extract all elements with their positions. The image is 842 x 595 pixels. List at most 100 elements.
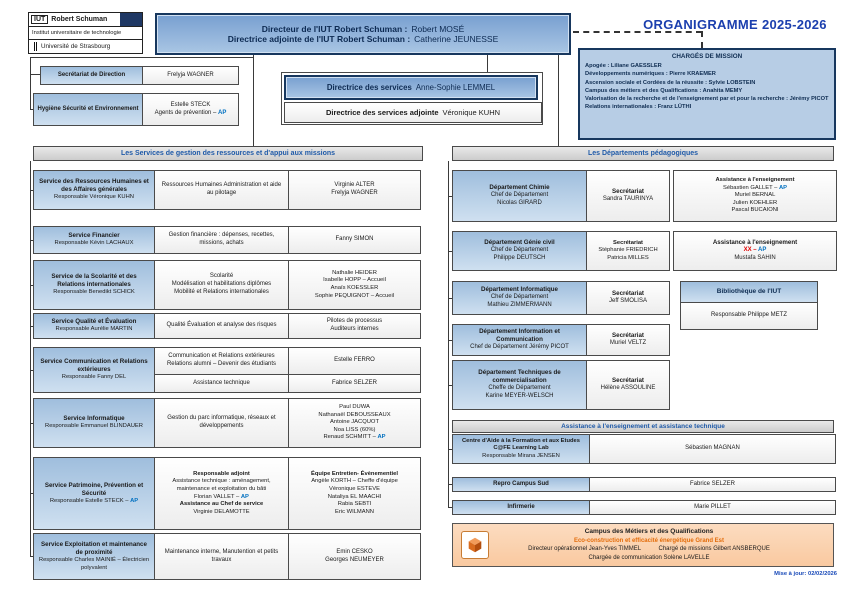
dept-title: Département Techniques de commercialisat…: [478, 369, 561, 385]
deputy-director-name: Catherine JEUNESSE: [414, 34, 499, 44]
dept-label: Département Génie civil Chef de Départem…: [452, 231, 587, 271]
mission-line: Responsable adjoint: [193, 470, 250, 477]
service-label: Service Financier Responsable Kévin LACH…: [33, 226, 155, 254]
dept-label: Département Techniques de commercialisat…: [452, 360, 587, 410]
service-mission: Communication et Relations extérieures R…: [154, 347, 289, 375]
mission-line: Assistance technique : aménagement, main…: [172, 478, 271, 492]
service-label: Service des Ressources Humaines et des A…: [33, 170, 155, 210]
service-resp: Responsable Charles MAINIÉ – Électricien…: [38, 557, 150, 571]
charges-mission-item: Valorisation de la recherche et de l'ens…: [585, 96, 829, 103]
charges-mission-item: Ascension sociale et Cordées de la réuss…: [585, 79, 756, 86]
secretariat-title: Secrétariat: [612, 332, 644, 340]
mission-line: Relations alumni – Devenir des étudiants: [166, 361, 277, 367]
assistance-row-infirmerie: Infirmerie Marie PILLET: [452, 500, 836, 515]
connector: [448, 340, 452, 341]
campus-line3: Directeur opérationnel Jean-Yves TIMMEL …: [495, 545, 803, 554]
service-staff: Paul DUWA Nathanaël DEBOUSSEAUX Antoine …: [288, 398, 421, 448]
person-name: Véronique ESTEVE: [329, 485, 380, 492]
secretariat-title: Secrétariat: [612, 188, 644, 196]
person-name: Estelle STECK: [170, 101, 211, 108]
connector: [448, 449, 452, 450]
dept-role: Chef de Département: [490, 247, 549, 254]
logo-bars-icon: [34, 42, 35, 52]
connector: [30, 370, 33, 371]
connector: [448, 196, 452, 197]
person-name: Sandra TAURINYA: [602, 196, 654, 203]
dept-title: Département Information et Communication: [479, 328, 560, 344]
logo-square-icon: [120, 13, 142, 26]
service-label: Service Exploitation et maintenance de p…: [33, 533, 155, 580]
dept-title: Département Informatique: [480, 286, 558, 294]
service-staff: Équipe Entretien- Évènementiel Angèle KO…: [288, 457, 421, 530]
dept-role: Chef de Département: [490, 294, 549, 301]
service-title: Service Informatique: [63, 415, 125, 423]
logo-row-2: Institut universitaire de technologie: [29, 27, 142, 41]
dept-row-informatique: Département Informatique Chef de Départe…: [452, 281, 670, 315]
person-name: Sophie PEQUIGNOT – Accueil: [314, 292, 395, 299]
person-name: Nathalie HEIDER: [332, 269, 377, 276]
connector: [448, 251, 452, 252]
dashed-connector: [701, 31, 703, 48]
connector: [30, 326, 33, 327]
service-title: Service Exploitation et maintenance de p…: [41, 540, 147, 556]
secretariat-title: Secrétariat: [612, 377, 644, 385]
logo-row-1: IUT Robert Schuman: [29, 13, 142, 27]
charges-mission-item: Relations internationales : Franz LÜTHI: [585, 104, 692, 111]
dept-head: Nicolas GIRARD: [497, 200, 542, 207]
mission-line: Scolarité: [209, 273, 234, 280]
connector: [448, 385, 452, 386]
service-label: Service Qualité et Évaluation Responsabl…: [33, 313, 155, 339]
secretariat-title: Secrétariat: [612, 290, 644, 298]
hse-label: Hygiène Sécurité et Environnement: [33, 93, 143, 126]
person-name: Muriel VELTZ: [609, 340, 647, 347]
connector: [487, 55, 488, 76]
dept-head: Philippe DEUTSCH: [493, 255, 546, 262]
ap-tag: AP: [240, 493, 249, 500]
service-label: Service de la Scolarité et des Relations…: [33, 260, 155, 310]
ap-tag: AP: [778, 184, 788, 191]
xx-tag: XX –: [743, 247, 759, 254]
person-name: Sébastien GALLET – AP: [723, 185, 787, 193]
service-row-qualite: Service Qualité et Évaluation Responsabl…: [33, 313, 421, 339]
person-name: Pilotes de processus: [326, 318, 383, 325]
assistance-row-cafe: Centre d'Aide à la Formation et aux Etud…: [452, 434, 836, 464]
service-subrow: Assistance technique Fabrice SELZER: [154, 374, 421, 393]
service-resp: Responsable Kévin LACHAUX: [54, 240, 134, 247]
deputy-director-label: Directrice adjointe de l'IUT Robert Schu…: [227, 34, 411, 44]
service-row-rh: Service des Ressources Humaines et des A…: [33, 170, 421, 210]
person-name: Agents de prévention – AP: [155, 110, 227, 118]
campus-director: Directeur opérationnel Jean-Yves TIMMEL: [528, 546, 641, 553]
person-name: Renaud SCHMITT –: [323, 434, 378, 441]
dashed-connector: [573, 31, 702, 33]
person-name: Georges NEUMEYER: [325, 556, 384, 563]
mission-line: Mobilité et Relations internationales: [174, 288, 269, 295]
ap-tag: AP: [758, 247, 767, 254]
connector: [30, 556, 33, 557]
connector: [448, 298, 452, 299]
updated-date: Mise à jour: 02/02/2026: [774, 571, 837, 577]
connector: [253, 55, 254, 146]
dept-title: Département Chimie: [489, 184, 550, 192]
dept-secretariat: Secrétariat Jeff SMOLISA: [586, 281, 670, 315]
campus-title: Campus des Métiers et des Qualifications: [584, 528, 714, 536]
person-name: Patricia MILLES: [607, 254, 649, 261]
secretariat-direction-name: Frelyja WAGNER: [142, 66, 239, 85]
connector: [30, 423, 33, 424]
person-name: Frelyja WAGNER: [331, 190, 378, 196]
mission-line: Communication et Relations extérieures: [168, 353, 275, 360]
service-staff: Pilotes de processus Auditeurs internes: [288, 313, 421, 339]
service-title: Service de la Scolarité et des Relations…: [51, 273, 137, 289]
connector: [448, 161, 449, 507]
secretariat-direction-label: Secrétariat de Direction: [40, 66, 143, 85]
dept-row-genie-civil: Département Génie civil Chef de Départem…: [452, 231, 837, 271]
mission-line: Florian VALLET – AP: [194, 494, 249, 502]
dept-label: Département Chimie Chef de Département N…: [452, 170, 587, 222]
service-resp: Responsable Fanny DEL: [61, 374, 127, 381]
dept-secretariat: Secrétariat Stéphanie FRIEDRICH Patricia…: [586, 231, 670, 271]
assistance-staff: Sébastien MAGNAN: [589, 434, 836, 464]
library-body: Responsable Philippe METZ: [680, 302, 818, 330]
person-name: Rabia SEBTI: [337, 501, 372, 508]
